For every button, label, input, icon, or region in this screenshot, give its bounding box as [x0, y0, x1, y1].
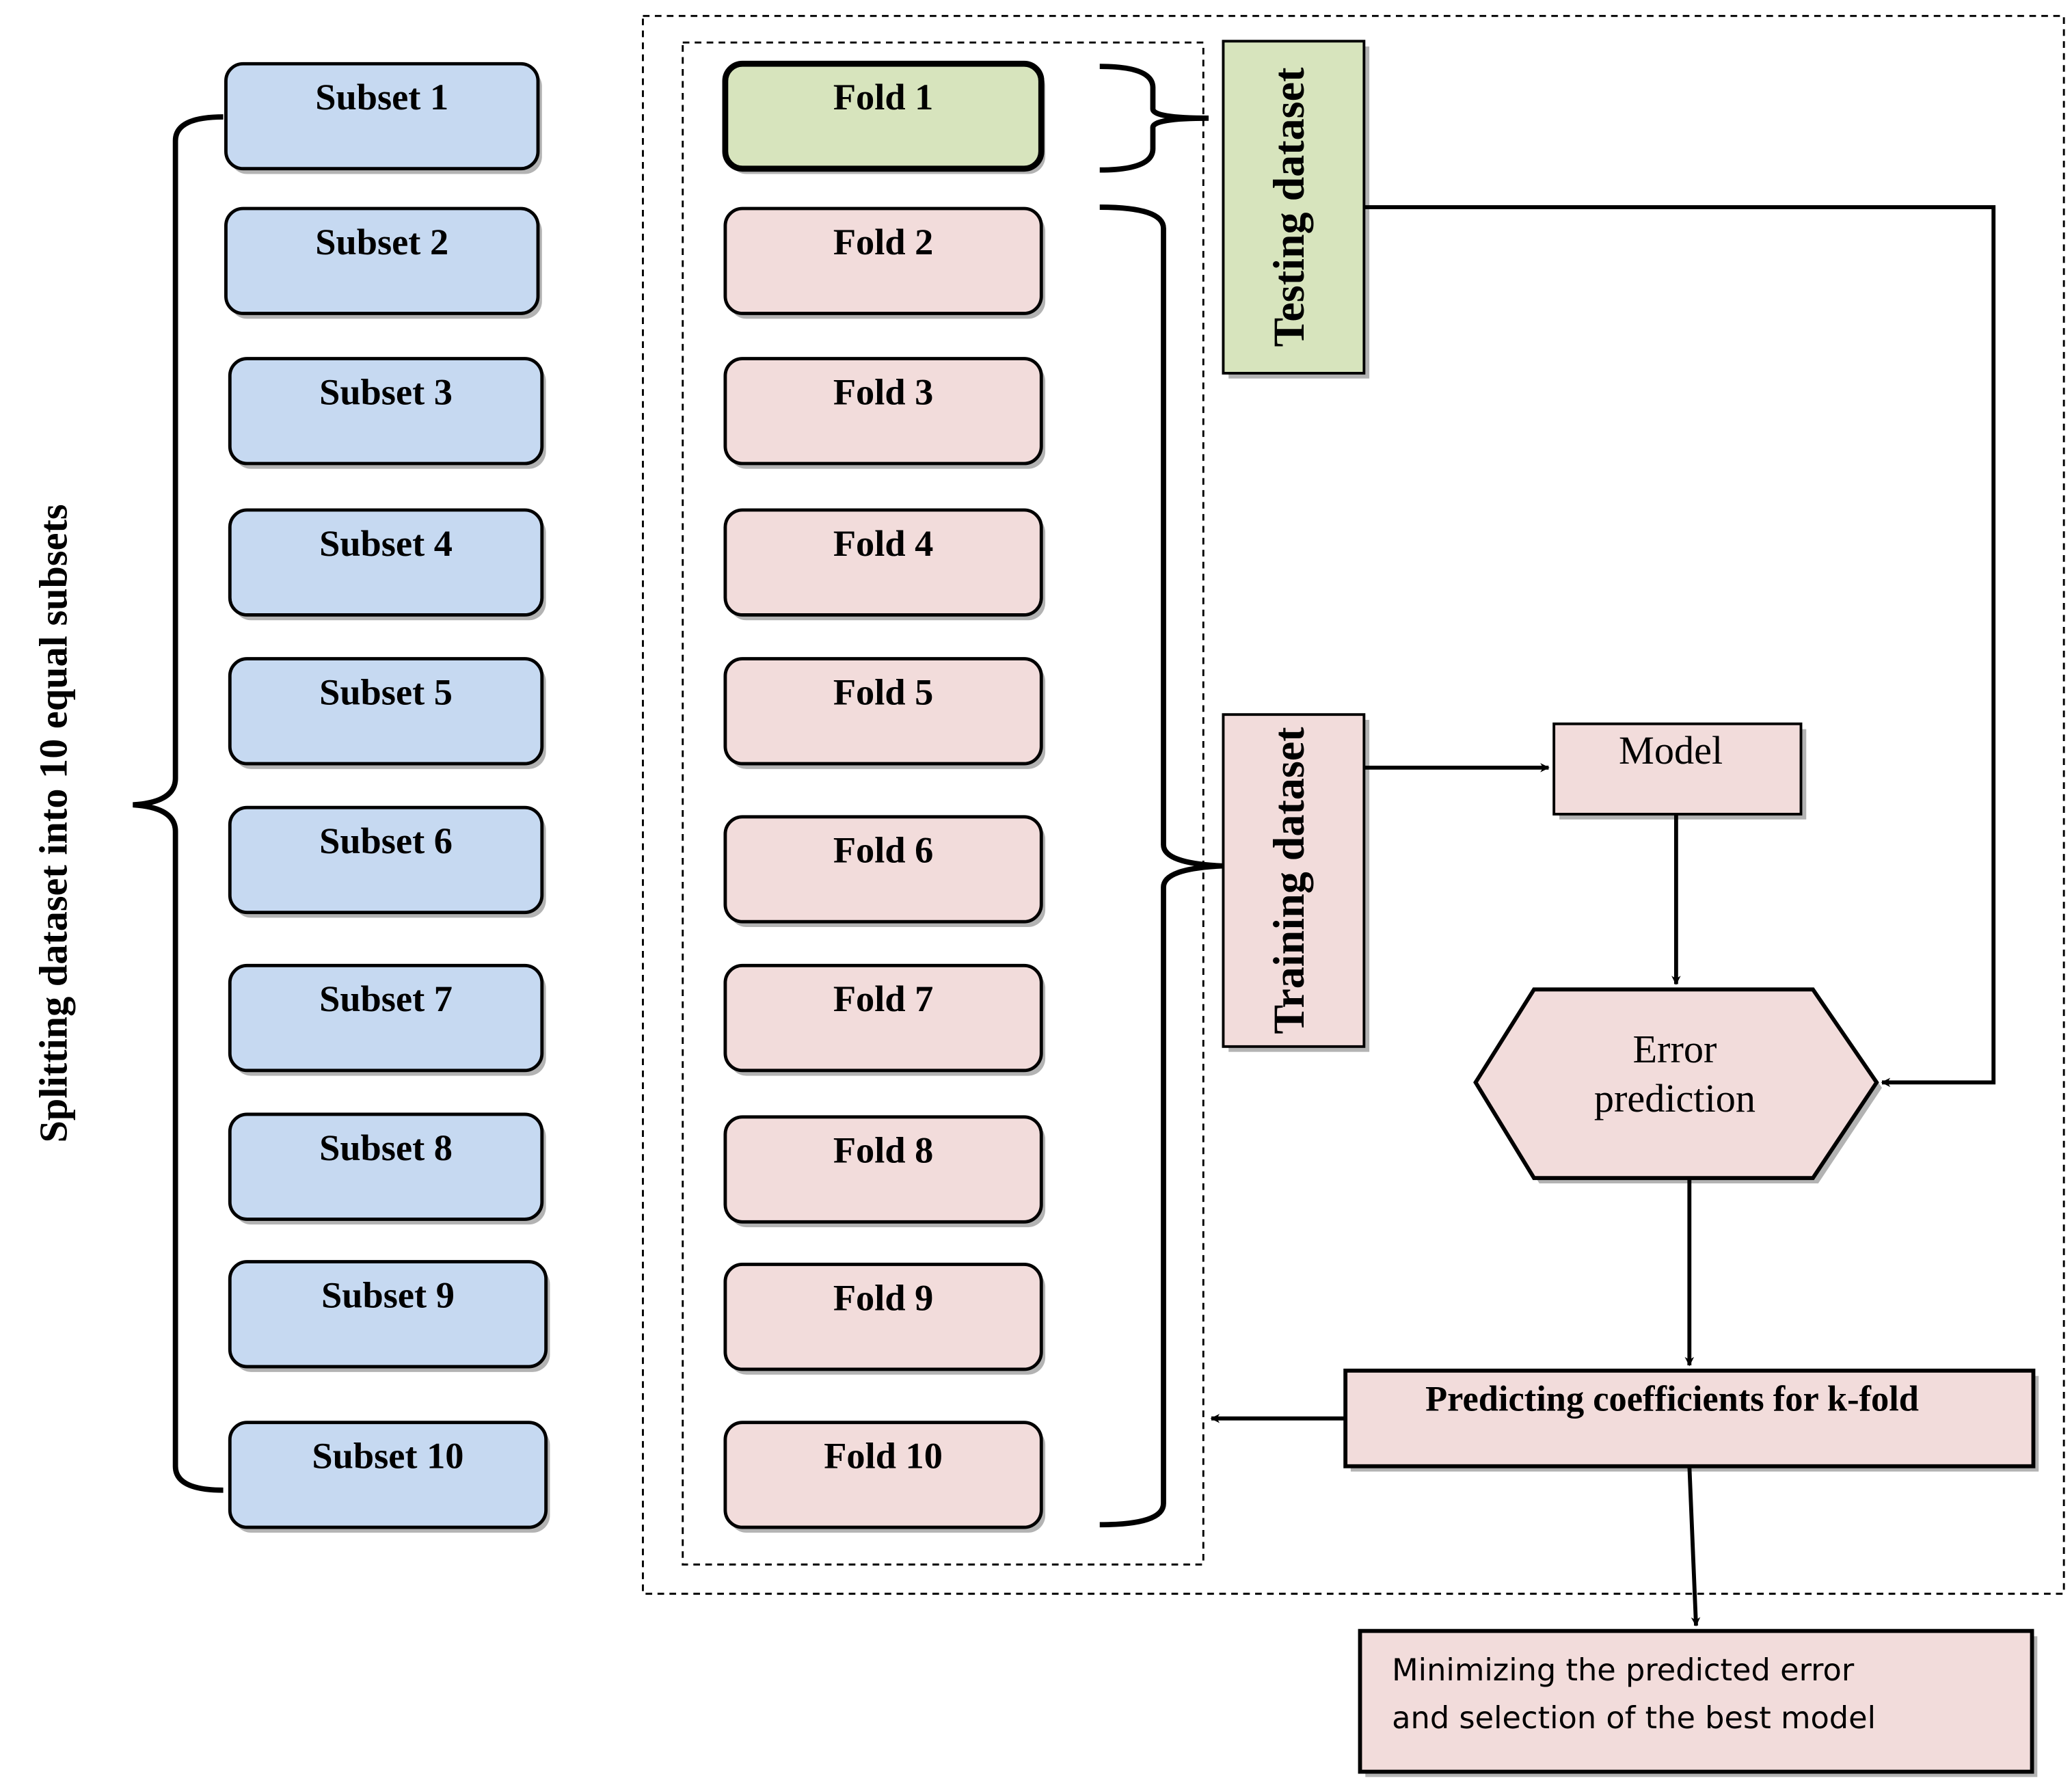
- model-label: Model: [1619, 728, 1723, 773]
- subset-box-4: Subset 4: [228, 508, 546, 621]
- arrow-testing-to-error: [1364, 205, 1996, 1088]
- minimizing-line-1: Minimizing the predicted error: [1392, 1652, 1855, 1688]
- subset-box-7: Subset 7: [228, 963, 546, 1076]
- fold-box-4: Fold 4: [723, 508, 1046, 621]
- fold-box-3-label: Fold 3: [833, 371, 934, 412]
- subset-box-8-label: Subset 8: [319, 1127, 453, 1168]
- fold-box-10-shape: [723, 1421, 1043, 1529]
- fold-box-8-label: Fold 8: [833, 1130, 934, 1171]
- subset-box-10-label: Subset 10: [312, 1436, 463, 1477]
- fold-box-8: Fold 8: [723, 1115, 1046, 1228]
- subset-box-5-label: Subset 5: [319, 671, 453, 712]
- fold-box-5: Fold 5: [723, 657, 1046, 769]
- subset-box-7-shape: [228, 963, 544, 1073]
- fold-box-9-shape: [723, 1263, 1043, 1371]
- minimizing-line-2: and selection of the best model: [1392, 1700, 1876, 1736]
- fold-box-9-label: Fold 9: [833, 1277, 934, 1318]
- subset-box-9-label: Subset 9: [321, 1274, 455, 1315]
- fold-box-7: Fold 7: [723, 963, 1046, 1076]
- subset-box-1-shape: [224, 62, 540, 171]
- fold-box-1: Fold 1: [722, 60, 1046, 174]
- subset-box-1: Subset 1: [224, 62, 542, 174]
- training-dataset-box: [1222, 713, 1366, 1048]
- testing-dataset-box-face: [1222, 40, 1366, 375]
- minimizing-box: [1358, 1628, 2034, 1774]
- subset-box-6: Subset 6: [228, 805, 546, 918]
- fold-box-9: Fold 9: [723, 1263, 1046, 1375]
- subset-box-3-label: Subset 3: [319, 371, 453, 412]
- fold-box-4-label: Fold 4: [833, 523, 934, 564]
- subset-box-5: Subset 5: [228, 657, 546, 769]
- subset-box-10-shape: [228, 1421, 548, 1529]
- error-prediction-line-2: prediction: [1594, 1076, 1755, 1120]
- fold-box-2-shape: [723, 206, 1043, 315]
- outer-dashed-frame: [642, 14, 2065, 1595]
- subset-box-4-shape: [228, 508, 544, 617]
- subset-box-4-label: Subset 4: [319, 523, 453, 564]
- subset-box-5-shape: [228, 657, 544, 766]
- fold-box-6-label: Fold 6: [833, 830, 934, 871]
- testing-brace: [1099, 64, 1209, 173]
- error-prediction-line-1: Error: [1632, 1027, 1717, 1071]
- subset-box-3-shape: [228, 357, 544, 466]
- fold-box-10-label: Fold 10: [824, 1436, 943, 1477]
- fold-box-8-shape: [723, 1115, 1043, 1224]
- subset-box-3: Subset 3: [228, 357, 546, 469]
- training-dataset-label: Training dataset: [1265, 727, 1313, 1034]
- fold-box-2: Fold 2: [723, 206, 1046, 319]
- folds-dashed-frame: [682, 41, 1205, 1566]
- fold-box-6: Fold 6: [723, 815, 1046, 928]
- subset-box-7-label: Subset 7: [319, 978, 453, 1019]
- fold-box-3-shape: [723, 357, 1043, 466]
- subset-box-8-shape: [228, 1112, 544, 1221]
- folds-column: Fold 1 Fold 2 Fold 3 Fold 4 Fold 5 Fold 6 Fold…: [722, 60, 1046, 1533]
- fold-box-2-label: Fold 2: [833, 222, 934, 263]
- fold-box-7-shape: [723, 963, 1043, 1073]
- fold-box-5-shape: [723, 657, 1043, 766]
- subset-box-8: Subset 8: [228, 1112, 546, 1225]
- fold-box-5-label: Fold 5: [833, 671, 934, 712]
- subset-box-10: Subset 10: [228, 1421, 550, 1533]
- subset-box-2-label: Subset 2: [315, 222, 448, 263]
- fold-box-1-label: Fold 1: [833, 77, 934, 118]
- subset-box-2: Subset 2: [224, 206, 542, 319]
- subset-box-9: Subset 9: [228, 1260, 550, 1372]
- subset-box-1-label: Subset 1: [315, 77, 448, 118]
- subset-box-6-label: Subset 6: [319, 820, 453, 861]
- fold-box-7-label: Fold 7: [833, 978, 934, 1019]
- subsets-brace: [133, 114, 224, 1493]
- fold-box-10: Fold 10: [723, 1421, 1046, 1533]
- subset-box-2-shape: [224, 206, 540, 315]
- subset-box-9-shape: [228, 1260, 548, 1369]
- fold-box-4-shape: [723, 508, 1043, 617]
- side-label: Splitting dataset into 10 equal subsets: [31, 504, 75, 1142]
- testing-dataset-label: Testing dataset: [1265, 67, 1313, 347]
- model-box: [1552, 722, 1803, 816]
- arrow-predicting-to-minimizing: [1687, 1466, 1701, 1627]
- fold-box-3: Fold 3: [723, 357, 1046, 469]
- subset-box-6-shape: [228, 805, 544, 915]
- predicting-label: Predicting coefficients for k-fold: [1425, 1380, 1919, 1419]
- fold-box-1-shape: [722, 60, 1045, 172]
- fold-box-6-shape: [723, 815, 1043, 924]
- subsets-column: Subset 1 Subset 2 Subset 3 Subset 4 Subset 5…: [224, 62, 550, 1533]
- error-prediction-hexagon: [1473, 987, 1879, 1181]
